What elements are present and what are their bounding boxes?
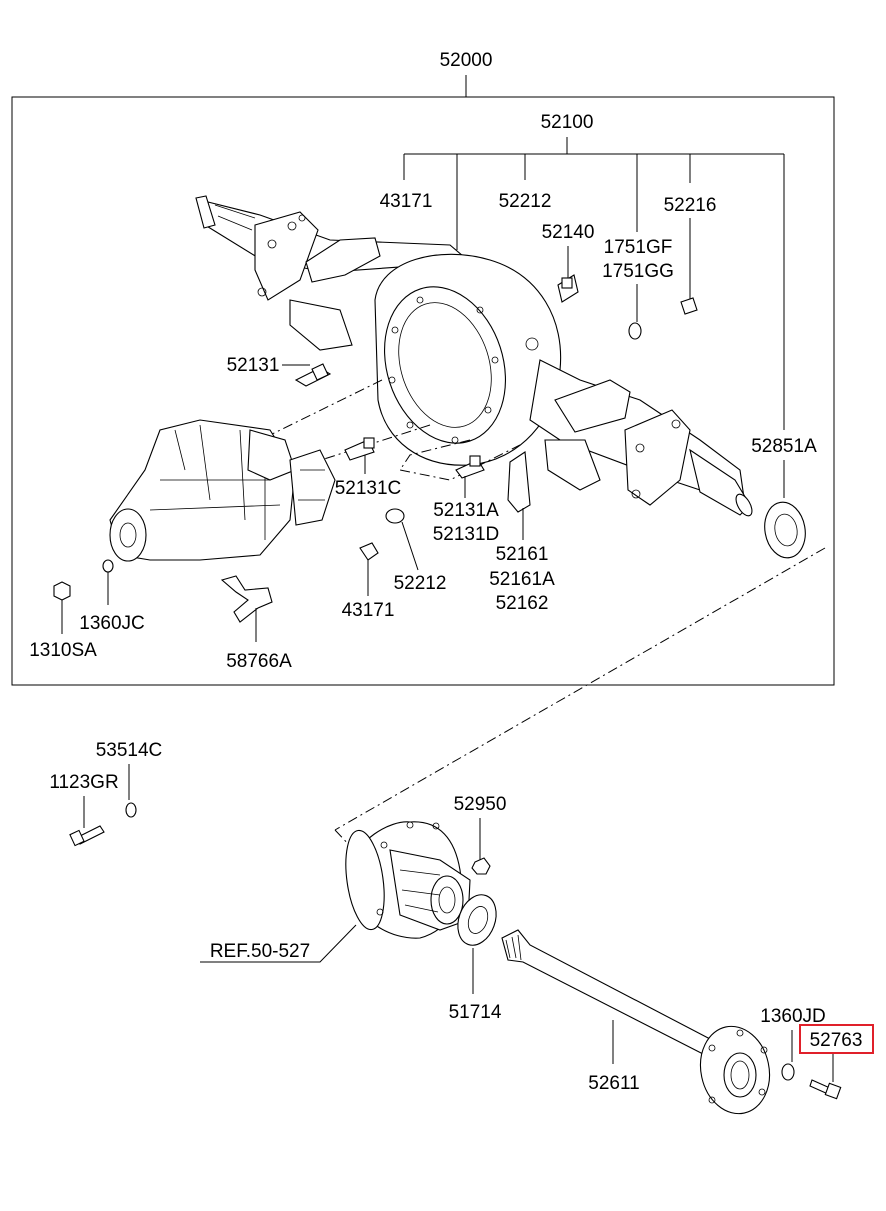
plug-52216 bbox=[680, 297, 698, 315]
differential-carrier bbox=[109, 419, 336, 562]
bolt-52131c bbox=[344, 437, 375, 461]
label-52216[interactable]: 52216 bbox=[664, 195, 717, 216]
label-43171-top[interactable]: 43171 bbox=[380, 191, 433, 212]
label-1751gg[interactable]: 1751GG bbox=[602, 261, 674, 282]
nut-43171 bbox=[359, 542, 379, 561]
label-52611[interactable]: 52611 bbox=[588, 1073, 639, 1094]
label-1360jd[interactable]: 1360JD bbox=[760, 1006, 826, 1027]
label-51714[interactable]: 51714 bbox=[449, 1002, 502, 1023]
bracket-52161 bbox=[507, 451, 531, 513]
washer-1360jc bbox=[102, 559, 114, 573]
spacer-51714 bbox=[457, 894, 497, 946]
label-52212-top[interactable]: 52212 bbox=[499, 191, 552, 212]
label-58766a[interactable]: 58766A bbox=[226, 651, 292, 672]
wheel-hub-ref bbox=[345, 821, 471, 939]
label-52763[interactable]: 52763 bbox=[810, 1030, 863, 1051]
label-52131[interactable]: 52131 bbox=[227, 355, 280, 376]
label-52851a[interactable]: 52851A bbox=[751, 436, 817, 457]
label-52100[interactable]: 52100 bbox=[541, 112, 594, 133]
label-52162[interactable]: 52162 bbox=[496, 593, 549, 614]
label-52131d[interactable]: 52131D bbox=[433, 524, 500, 545]
label-52161a[interactable]: 52161A bbox=[489, 569, 555, 590]
label-52131a[interactable]: 52131A bbox=[433, 500, 499, 521]
label-53514c[interactable]: 53514C bbox=[96, 740, 163, 761]
bolt-52131 bbox=[294, 363, 332, 387]
axle-housing bbox=[195, 195, 753, 517]
label-ref-50-527[interactable]: REF.50-527 bbox=[210, 941, 310, 962]
label-52140[interactable]: 52140 bbox=[542, 222, 595, 243]
label-52950[interactable]: 52950 bbox=[454, 794, 507, 815]
assembly-frame bbox=[11, 96, 835, 686]
bolt-52131a bbox=[455, 455, 485, 479]
bracket-58766a bbox=[220, 575, 273, 623]
washer-53514c bbox=[125, 802, 137, 818]
nut-1310sa bbox=[53, 581, 71, 601]
label-1123gr[interactable]: 1123GR bbox=[49, 772, 118, 793]
label-1360jc[interactable]: 1360JC bbox=[79, 613, 145, 634]
washer-1751gf bbox=[628, 322, 642, 340]
label-52161[interactable]: 52161 bbox=[496, 544, 549, 565]
label-43171-bottom[interactable]: 43171 bbox=[342, 600, 395, 621]
bolt-52763 bbox=[809, 1079, 842, 1100]
label-1751gf[interactable]: 1751GF bbox=[604, 237, 673, 258]
nut-52950 bbox=[471, 857, 491, 875]
oil-seal-52851a bbox=[764, 501, 806, 559]
breather-52140 bbox=[557, 274, 579, 303]
label-52131c[interactable]: 52131C bbox=[335, 478, 402, 499]
label-1310sa[interactable]: 1310SA bbox=[29, 640, 97, 661]
label-52212-bottom[interactable]: 52212 bbox=[394, 573, 447, 594]
label-52000[interactable]: 52000 bbox=[440, 50, 493, 71]
washer-52212 bbox=[385, 508, 405, 524]
washer-1360jd bbox=[781, 1063, 795, 1081]
axle-shaft-52611 bbox=[501, 929, 771, 1115]
bolt-1123gr bbox=[69, 825, 105, 847]
highlight-box-52763 bbox=[799, 1024, 874, 1054]
